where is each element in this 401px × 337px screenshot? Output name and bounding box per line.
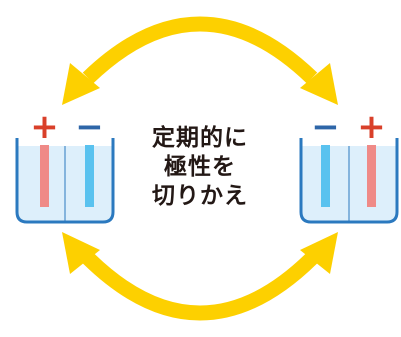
left-cell-plus-electrode xyxy=(40,145,49,207)
left-cell-minus-sign: − xyxy=(75,107,104,147)
top-arrow-icon xyxy=(62,16,338,105)
caption-text: 定期的に 極性を 切りかえ xyxy=(120,124,280,211)
caption-line-3: 切りかえ xyxy=(152,183,248,209)
right-cell-plus-sign: + xyxy=(357,107,386,147)
caption-line-1: 定期的に xyxy=(152,125,248,151)
right-cell-minus-electrode xyxy=(321,145,330,207)
caption-line-2: 極性を xyxy=(164,154,236,180)
left-cell-minus-electrode xyxy=(85,145,94,207)
left-cell-plus-sign: + xyxy=(30,107,59,147)
right-cell-plus-electrode xyxy=(367,145,376,207)
bottom-arrow-icon xyxy=(62,232,338,321)
left-cell: + − xyxy=(15,107,115,224)
right-cell-minus-sign: − xyxy=(311,107,340,147)
right-cell: − + xyxy=(299,107,399,224)
